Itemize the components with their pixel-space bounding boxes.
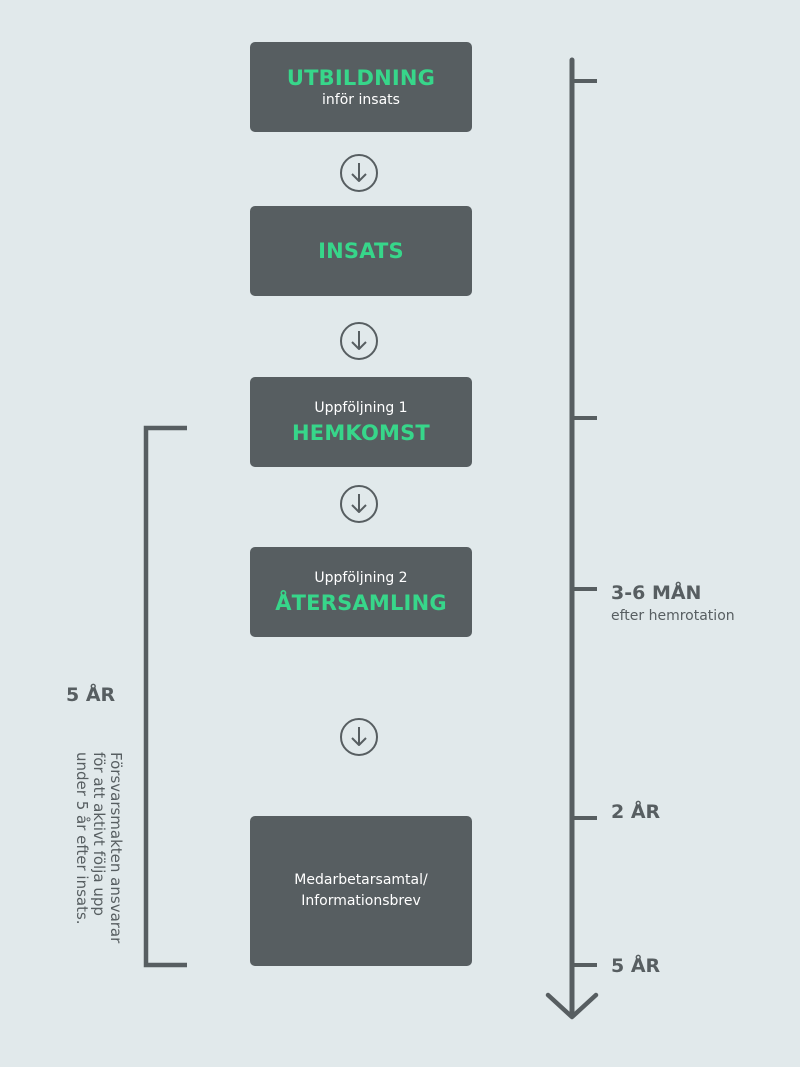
follow-up-bracket xyxy=(143,425,187,968)
step-insats: INSATS xyxy=(250,206,472,296)
step-body: Medarbetarsamtal/ Informationsbrev xyxy=(294,872,428,909)
timeline-label-5-years: 5 ÅR xyxy=(611,955,661,977)
step-title: UTBILDNING xyxy=(286,66,436,90)
step-subtitle: inför insats xyxy=(322,92,400,108)
follow-up-duration: 5 ÅR xyxy=(66,684,116,706)
step-hemkomst: Uppföljning 1 HEMKOMST xyxy=(250,377,472,467)
step-title: HEMKOMST xyxy=(292,420,430,445)
arrow-down-circle-icon xyxy=(340,485,378,523)
step-title: ÅTERSAMLING xyxy=(275,590,447,615)
step-pretitle: Uppföljning 1 xyxy=(314,399,408,416)
timeline-label-2-years: 2 ÅR xyxy=(611,801,661,823)
step-pretitle: Uppföljning 2 xyxy=(314,569,408,586)
timeline-label-3-6-months: 3-6 MÅN xyxy=(611,582,702,604)
step-title: INSATS xyxy=(318,239,404,263)
step-atersamling: Uppföljning 2 ÅTERSAMLING xyxy=(250,547,472,637)
timeline-sublabel-3-6-months: efter hemrotation xyxy=(611,608,735,624)
timeline-arrowhead xyxy=(545,992,599,1020)
step-utbildning: UTBILDNING inför insats xyxy=(250,42,472,132)
arrow-down-circle-icon xyxy=(340,718,378,756)
arrow-down-circle-icon xyxy=(340,154,378,192)
step-medarbetarsamtal: Medarbetarsamtal/ Informationsbrev xyxy=(250,816,472,966)
arrow-down-circle-icon xyxy=(340,322,378,360)
follow-up-description: Försvarsmakten ansvarar för att aktivt f… xyxy=(73,752,125,944)
